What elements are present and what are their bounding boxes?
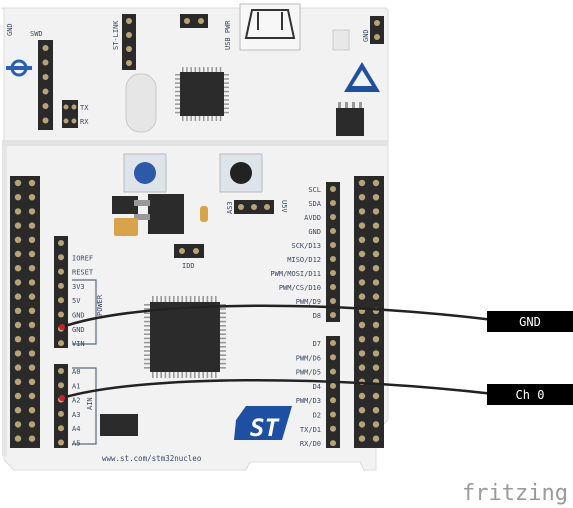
digital-pin-label: SCL [308,186,321,194]
analog-pin-label: A1 [72,382,80,390]
power-pin-label: 3V3 [72,283,85,291]
analog-header [54,364,68,448]
crystal [126,74,156,132]
digital-pin-label: PWM/CS/D10 [279,284,321,292]
usb-pwr-label: USB PWR [224,20,232,50]
power-pin-label: GND [72,312,85,320]
digital-pin-label: PWM/D3 [296,397,321,405]
digital-pin-label: AVDD [304,214,321,222]
as3-label: AS3 [226,201,234,214]
gnd-left-label: GND [6,23,14,36]
power-pin-label: IOREF [72,254,93,262]
svg-text:ST: ST [250,414,280,442]
digital-pin-label: TX/D1 [300,426,321,434]
digital-pin-label: PWM/D5 [296,369,321,377]
power-pin-label: GND [72,326,85,334]
ain-label: AIN [86,397,94,410]
u5v-label: U5V [280,200,288,213]
analog-pin-label: A4 [72,425,80,433]
power-pin-label: 5V [72,297,81,305]
digital-pin-label: PWM/MOSI/D11 [270,270,321,278]
digital-pin-label: RX/D0 [300,440,321,448]
ch0-label-box: Ch 0 [487,384,573,405]
as3-header [234,200,274,214]
wire-ch0-end [59,395,65,401]
board-url: www.st.com/stm32nucleo [102,454,202,463]
digital-pin-label: PWM/D6 [296,354,321,362]
digital-pin-label: MISO/D12 [287,256,321,264]
gnd-label: GND [519,315,541,329]
st-link-mcu [175,67,229,121]
digital-pin-label: D7 [313,340,321,348]
power-pin-label: RESET [72,269,94,277]
digital-header-lower [326,336,340,448]
reset-button [220,154,262,192]
usb-connector [240,4,300,50]
digital-pin-label: D4 [313,383,321,391]
idd-label: IDD [182,262,195,270]
ch0-label: Ch 0 [516,388,545,402]
tx-label: TX [80,104,89,112]
digital-pin-label: PWM/D9 [296,298,321,306]
digital-pin-label: SCK/D13 [291,242,321,250]
idd-header [174,244,204,258]
gnd-label-box: GND [487,311,573,332]
digital-pin-label: D2 [313,412,321,420]
jumper-header [180,14,208,28]
digital-pin-label: SDA [308,200,321,208]
swd-header [38,40,53,130]
led [333,30,349,50]
board-divider [2,140,388,146]
analog-pin-label: A2 [72,397,80,405]
user-button [124,154,166,192]
rx-label: RX [80,118,89,126]
gnd-right-header [370,16,384,44]
digital-header-upper [326,182,340,322]
swd-label: SWD [30,30,43,38]
morpho-header-left [10,176,40,448]
digital-pin-label: D8 [313,312,321,320]
tx-rx-header [62,100,78,128]
power-header [54,236,68,348]
fritzing-watermark: fritzing [462,481,568,506]
power-label: POWER [96,294,104,316]
st-link-label: ST-LINK [112,20,120,50]
digital-pin-label: GND [308,228,321,236]
analog-pin-label: A0 [72,368,80,376]
board-edge-left [2,146,7,456]
wire-gnd-end [59,324,65,330]
gnd-right-label: GND [362,29,370,42]
analog-pin-label: A3 [72,411,80,419]
crystal-small [100,414,138,436]
st-link-header [122,14,136,70]
morpho-header-right [354,176,384,448]
